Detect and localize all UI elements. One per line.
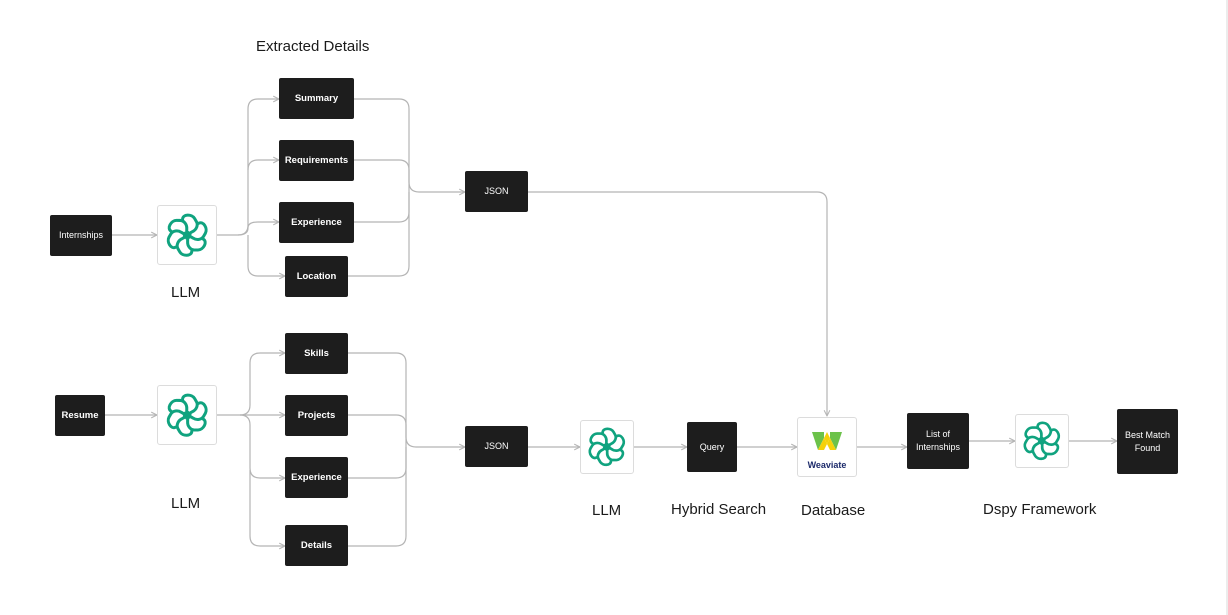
experience-node-top: Experience [279, 202, 354, 243]
openai-logo-icon [166, 213, 208, 257]
experience-node-bottom: Experience [285, 457, 348, 498]
llm-node-top [157, 205, 217, 265]
llm-label-pipeline: LLM [592, 502, 622, 519]
openai-logo-icon [166, 393, 208, 437]
query-node: Query [687, 422, 737, 472]
hybrid-search-label: Hybrid Search [671, 501, 767, 518]
database-label: Database [801, 502, 866, 519]
extracted-details-title: Extracted Details [256, 38, 370, 55]
json-node-top: JSON [465, 171, 528, 212]
openai-logo-icon [588, 427, 626, 467]
llm-label-top: LLM [171, 284, 201, 301]
weaviate-database-node: Weaviate [797, 417, 857, 477]
dspy-llm-node [1015, 414, 1069, 468]
skills-node: Skills [285, 333, 348, 374]
details-node: Details [285, 525, 348, 566]
dspy-framework-label: Dspy Framework [983, 501, 1097, 518]
right-edge [1226, 0, 1228, 615]
llm-node-pipeline [580, 420, 634, 474]
weaviate-logo-text: Weaviate [807, 460, 847, 470]
json-node-bottom: JSON [465, 426, 528, 467]
resume-node: Resume [55, 395, 105, 436]
requirements-node: Requirements [279, 140, 354, 181]
best-match-node: Best Match Found [1117, 409, 1178, 474]
llm-label-bottom: LLM [171, 495, 201, 512]
openai-logo-icon [1023, 421, 1061, 461]
internships-node: Internships [50, 215, 112, 256]
weaviate-logo-icon [812, 432, 842, 450]
list-of-internships-node: List of Internships [907, 413, 969, 469]
projects-node: Projects [285, 395, 348, 436]
location-node: Location [285, 256, 348, 297]
summary-node: Summary [279, 78, 354, 119]
llm-node-bottom [157, 385, 217, 445]
